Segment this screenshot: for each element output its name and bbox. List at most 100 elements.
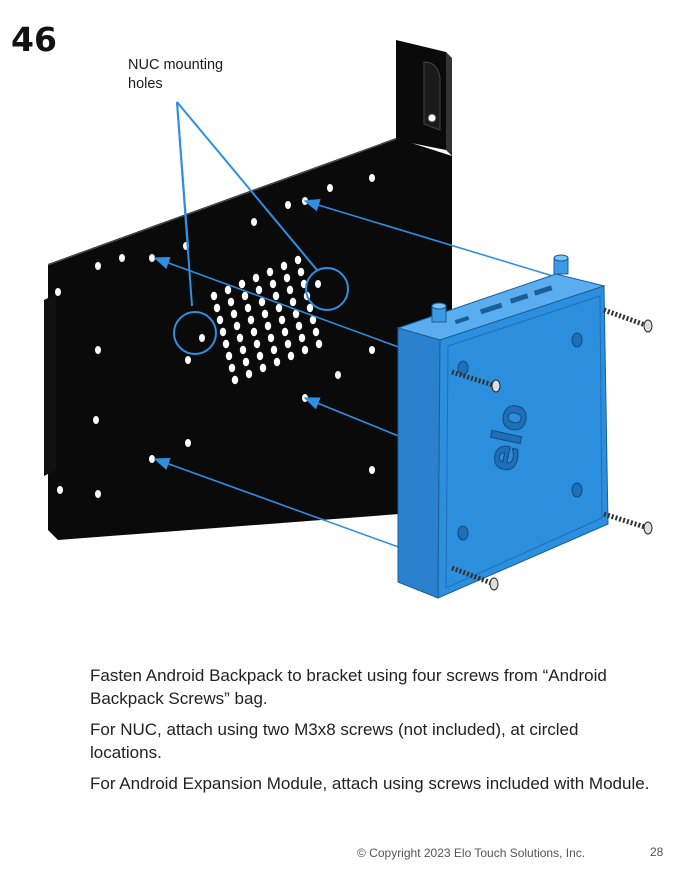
bracket-hole — [185, 356, 191, 364]
vent-hole — [236, 333, 244, 343]
footer-page-number: 28 — [650, 845, 664, 859]
vent-hole — [213, 303, 221, 313]
bracket-hole — [369, 346, 375, 354]
bracket-hole — [149, 455, 155, 463]
nuc-circle-left — [173, 311, 217, 355]
vent-hole — [241, 291, 249, 301]
nuc-mounting-circles — [173, 267, 349, 355]
bracket-hole — [95, 490, 101, 498]
vent-hole — [273, 357, 281, 367]
vent-hole — [233, 321, 241, 331]
vent-hole — [269, 279, 277, 289]
callout-line-1: NUC mounting — [128, 57, 224, 73]
bracket-hole — [369, 174, 375, 182]
callout-pointers — [176, 101, 318, 307]
nuc-mounting-holes-label: NUC mounting holes — [128, 56, 223, 94]
vent-hole — [239, 345, 247, 355]
vent-hole — [315, 339, 323, 349]
bracket-flange — [396, 40, 452, 156]
bracket-hole — [119, 254, 125, 262]
vent-hole — [242, 357, 250, 367]
vent-hole — [231, 375, 239, 385]
vent-hole — [255, 285, 263, 295]
vent-hole — [227, 297, 235, 307]
vent-hole — [259, 363, 267, 373]
bracket-hole — [93, 416, 99, 424]
vent-hole — [286, 285, 294, 295]
vent-hole — [238, 279, 246, 289]
vent-hole — [292, 309, 300, 319]
bracket-hole — [199, 334, 205, 342]
vent-hole — [222, 339, 230, 349]
bracket-hole — [95, 346, 101, 354]
vent-hole — [306, 303, 314, 313]
callout-line-2: holes — [128, 76, 163, 92]
vent-hole — [261, 309, 269, 319]
screw — [603, 511, 653, 535]
vent-hole — [298, 333, 306, 343]
instruction-paragraph: For Android Expansion Module, attach usi… — [90, 774, 650, 793]
vent-hole — [253, 339, 261, 349]
bracket-hole — [285, 201, 291, 209]
vent-hole — [224, 285, 232, 295]
vent-hole — [284, 339, 292, 349]
bracket-hole — [369, 466, 375, 474]
vent-hole — [267, 333, 275, 343]
screw — [451, 369, 501, 393]
vent-hole — [258, 297, 266, 307]
vent-hole — [281, 327, 289, 337]
android-expansion-module: elo — [396, 254, 609, 599]
vent-hole — [216, 315, 224, 325]
bracket-vent-holes — [210, 255, 323, 385]
vent-hole — [295, 321, 303, 331]
bracket-hole — [315, 280, 321, 288]
vent-hole — [309, 315, 317, 325]
bracket-hole — [95, 262, 101, 270]
instruction-paragraph: For NUC, attach using two M3x8 screws (n… — [90, 720, 579, 762]
vent-hole — [219, 327, 227, 337]
bracket-hole — [251, 218, 257, 226]
step-number: 46 — [11, 20, 57, 59]
bracket-hole — [327, 184, 333, 192]
vent-hole — [272, 291, 280, 301]
vent-hole — [301, 345, 309, 355]
bracket-hole — [149, 254, 155, 262]
vent-hole — [247, 315, 255, 325]
bracket-hole — [335, 371, 341, 379]
vent-hole — [256, 351, 264, 361]
vent-hole — [287, 351, 295, 361]
antenna-connector-right — [553, 254, 569, 275]
vent-hole — [230, 309, 238, 319]
screw — [603, 307, 653, 333]
vent-hole — [244, 303, 252, 313]
bracket-hole — [55, 288, 61, 296]
footer-copyright: © Copyright 2023 Elo Touch Solutions, In… — [357, 846, 586, 860]
vent-hole — [289, 297, 297, 307]
vent-hole — [294, 255, 302, 265]
vent-hole — [312, 327, 320, 337]
vent-hole — [252, 273, 260, 283]
bracket-plate — [44, 138, 452, 540]
bracket-hole — [57, 486, 63, 494]
screw — [451, 565, 499, 591]
bracket-hole — [185, 439, 191, 447]
vent-hole — [250, 327, 258, 337]
vent-hole — [280, 261, 288, 271]
vent-hole — [210, 291, 218, 301]
vent-hole — [283, 273, 291, 283]
vent-hole — [297, 267, 305, 277]
vent-hole — [225, 351, 233, 361]
instruction-paragraph: Fasten Android Backpack to bracket using… — [90, 666, 607, 708]
vent-hole — [270, 345, 278, 355]
vent-hole — [264, 321, 272, 331]
vent-hole — [228, 363, 236, 373]
nuc-circle-right — [305, 267, 349, 311]
vent-hole — [275, 303, 283, 313]
bracket-assembly-illustration: elo — [44, 40, 653, 599]
vent-hole — [278, 315, 286, 325]
instructions: Fasten Android Backpack to bracket using… — [90, 664, 650, 803]
vent-hole — [266, 267, 274, 277]
antenna-connector-left — [431, 302, 447, 323]
screws — [451, 307, 653, 591]
vent-hole — [245, 369, 253, 379]
